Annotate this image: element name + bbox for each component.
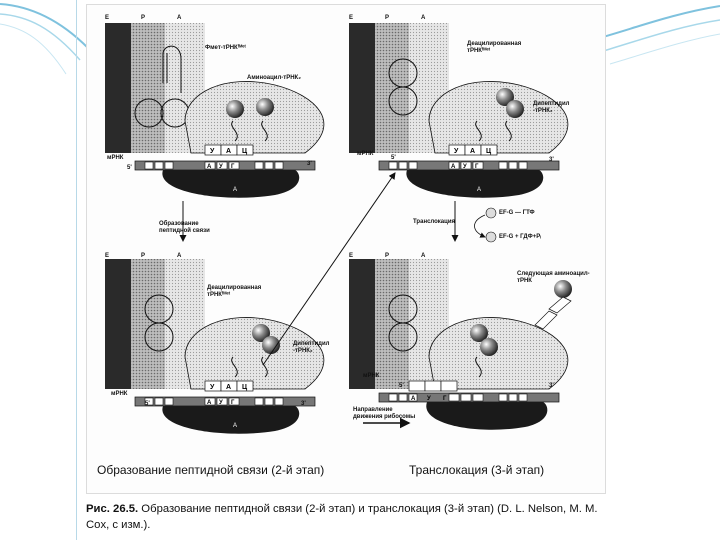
site-label-p-br: P: [385, 253, 390, 259]
label-mrna-br: мРНК: [363, 373, 380, 379]
anticodon-letter: Ц: [242, 148, 248, 155]
figure-ref: Рис. 26.5.: [86, 503, 139, 515]
anticodon-letter: У: [210, 148, 215, 155]
label-translocation: Транслокация: [413, 219, 456, 225]
figure-caption: Рис. 26.5. Образование пептидной связи (…: [86, 501, 610, 533]
panel-top-left: A: [105, 23, 325, 198]
codon-letter: Г: [443, 396, 447, 402]
label-3prime-tl: 3': [307, 161, 312, 167]
label-aminoacyl-trna: Аминоацил-тРНК₂: [247, 75, 301, 81]
site-label-e-tr: E: [349, 15, 354, 21]
site-label-a-tl: A: [177, 15, 182, 21]
label-5prime-br: 5': [399, 383, 404, 389]
label-movement-direction: Направление движения рибосомы: [353, 407, 416, 420]
site-label-a-bl: A: [177, 253, 182, 259]
slide-rail: [76, 0, 77, 540]
stage-title-translocation: Транслокация (3-й этап): [409, 463, 545, 477]
codon-letter: У: [219, 164, 223, 170]
codon-letter: Г: [231, 400, 235, 406]
label-5prime-bl: 5': [145, 401, 150, 407]
corner-swoosh-left: [0, 3, 89, 75]
codon-letter: У: [463, 164, 467, 170]
label-next-aminoacyl-trna: Следующая аминоацил- тРНК: [517, 271, 590, 284]
codon-letter: А: [411, 396, 416, 402]
label-deacylated-trna-bl: Деацилированная тРНКᶠᴹᵉᵗ: [207, 285, 262, 298]
svg-text:A: A: [477, 187, 481, 193]
codon-letter: А: [207, 164, 212, 170]
label-mrna-tr: мРНК: [357, 151, 374, 157]
label-3prime-br: 3': [549, 383, 554, 389]
site-label-p-tr: P: [385, 15, 390, 21]
ribosome-figure: A A: [86, 4, 606, 494]
label-mrna-bl: мРНК: [111, 391, 128, 397]
label-dipeptidyl-trna-bl: Дипептидил -тРНК₂: [293, 341, 330, 354]
anticodon-letter: А: [226, 148, 231, 155]
anticodon-letter: У: [210, 384, 215, 391]
anticodon-letter: У: [454, 148, 459, 155]
site-label-a-tr: A: [421, 15, 426, 21]
label-dipeptidyl-trna-tr: Дипептидил -тРНК₂: [533, 101, 570, 114]
codon-letter: Г: [475, 164, 479, 170]
label-fmet-trna: Фмет-тРНКᶠᴹᵉᵗ: [205, 45, 246, 51]
panel-bottom-left: A: [105, 259, 325, 434]
label-3prime-bl: 3': [301, 401, 306, 407]
label-5prime-tr: 5': [391, 155, 396, 161]
label-deacylated-trna-tr: Деацилированная тРНКᶠᴹᵉᵗ: [467, 41, 522, 54]
svg-text:A: A: [233, 423, 237, 429]
site-label-p-bl: P: [141, 253, 146, 259]
panel-bottom-right: [349, 259, 572, 430]
codon-letter: У: [219, 400, 223, 406]
label-ef-g-gtp: EF-G — ГТФ: [499, 210, 535, 216]
site-label-a-br: A: [421, 253, 426, 259]
codon-letter: А: [451, 164, 456, 170]
label-mrna-tl: мРНК: [107, 155, 124, 161]
corner-swoosh-right: [591, 5, 720, 65]
site-label-e-bl: E: [105, 253, 110, 259]
anticodon-letter: А: [226, 384, 231, 391]
label-3prime-tr: 3': [549, 157, 554, 163]
figure-graphics: A A: [105, 23, 572, 434]
svg-text:A: A: [233, 187, 237, 193]
codon-letter: А: [207, 400, 212, 406]
codon-letter: Г: [231, 164, 235, 170]
site-label-e-tl: E: [105, 15, 110, 21]
site-label-p-tl: P: [141, 15, 146, 21]
arrow-to-top-right: [262, 172, 396, 366]
anticodon-letter: А: [470, 148, 475, 155]
label-ef-g-gdp: EF-G + ГДФ+Pᵢ: [499, 234, 542, 240]
site-label-e-br: E: [349, 253, 354, 259]
stage-title-peptide-bond: Образование пептидной связи (2-й этап): [97, 463, 325, 477]
label-5prime-tl: 5': [127, 165, 132, 171]
anticodon-letter: Ц: [242, 384, 248, 391]
panel-top-right: A: [349, 23, 569, 198]
caption-text: Образование пептидной связи (2-й этап) и…: [86, 503, 598, 531]
codon-letter: У: [427, 396, 431, 402]
label-peptide-bond-formation: Образование пептидной связи: [159, 221, 210, 234]
anticodon-letter: Ц: [486, 148, 492, 155]
